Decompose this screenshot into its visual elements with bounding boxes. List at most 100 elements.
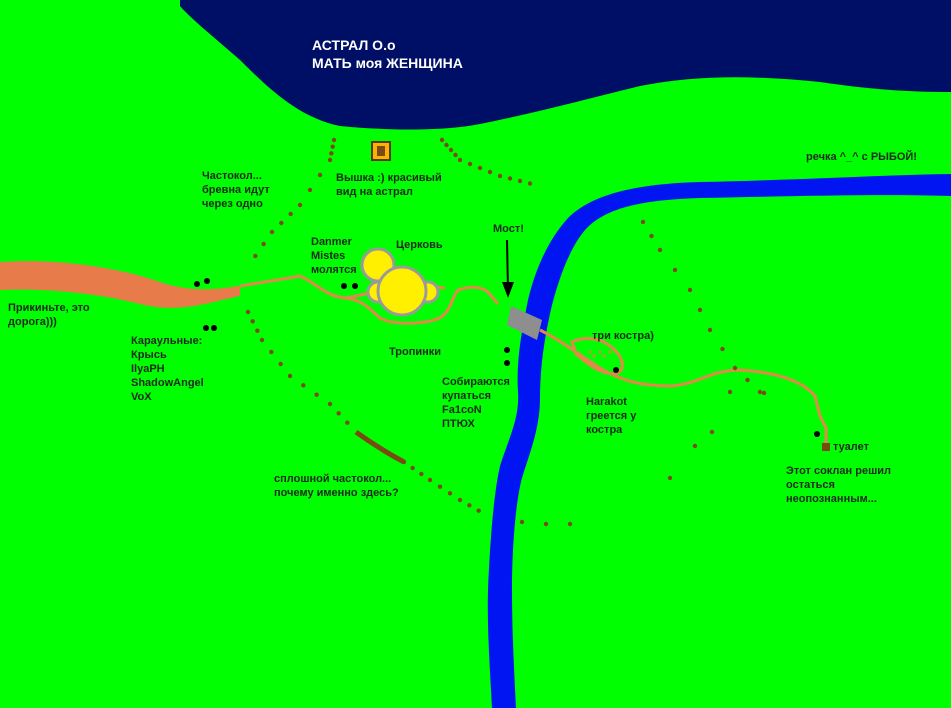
fence-dot [278,361,283,367]
fence-dot [327,157,333,163]
church-path-loop [344,285,500,325]
fence-dot [667,475,673,481]
label-bridge: Мост! [493,223,524,235]
fence-dot [476,508,481,513]
fence-dot [331,137,337,143]
fence-dot [467,503,472,508]
fence-dot [444,142,449,148]
fence-dot [687,287,693,293]
label-paths: Тропинки [389,346,442,358]
fence-dot [439,137,445,143]
fence-dot [517,178,523,184]
label-swimmers: Собираются купаться Fa1coN ПТЮХ [442,376,510,430]
fence-dot [301,383,306,388]
fence-dot [250,319,255,324]
title-line-1: АСТРАЛ О.о [312,37,396,53]
fence-dot [253,253,258,259]
person-dot-icon [211,325,217,331]
fence-dot [519,519,525,525]
fence-dot [692,443,698,449]
fence-dot [745,377,750,383]
fence-dot [427,477,433,483]
church-icon [360,247,440,317]
person-dot-icon [504,347,510,353]
label-fires: три костра) [592,330,654,342]
fence-dot [649,233,654,239]
fence-dot [314,392,319,397]
label-tower: Вышка :) красивый вид на астрал [336,172,442,198]
tower-icon [371,141,391,161]
bridge-arrow-icon [502,239,514,298]
fence-dot [437,484,443,489]
fence-dot [288,211,293,217]
label-road: Прикиньте, это дорога))) [8,302,90,328]
fence-dot [567,521,573,527]
person-dot-icon [341,283,347,289]
label-solid-fence: сплошной частокол... почему именно здесь… [274,473,399,499]
fence-dot [457,157,463,163]
person-dot-icon [204,278,210,284]
person-dot-icon [194,281,200,287]
fence-dot [640,219,646,225]
fence-dot [453,152,458,158]
title-line-2: МАТЬ моя ЖЕНЩИНА [312,55,463,71]
fence-dot [269,349,274,355]
fence-dot [327,401,333,407]
fence-dot [527,181,533,186]
fence-dot [345,420,350,425]
toilet-icon [822,443,830,451]
label-fence: Частокол... бревна идут через одно [202,170,270,210]
person-dot-icon [504,360,510,366]
fence-dot [245,309,251,315]
fence-dot [447,491,453,496]
label-toilet: туалет [833,441,869,453]
person-dot-icon [613,367,619,373]
fence-dot [657,247,663,253]
fence-dot [761,390,767,396]
label-warming: Harakot греется у костра [586,396,637,436]
label-incognito: Этот соклан решил остаться неопознанным.… [786,465,891,505]
fence-dot [467,161,473,167]
astral-area [180,0,951,130]
fence-dot [269,229,275,235]
fence-dot [543,521,549,527]
fence-dots [245,137,767,527]
fence-dot [410,465,415,471]
fence-dot [255,328,260,333]
fence-dot [757,389,763,395]
fence-dot [697,307,703,313]
fence-dot [707,327,713,333]
fence-dot [329,151,334,156]
fence-dot [507,176,513,181]
fence-dot [297,202,303,208]
fence-dot [672,267,678,273]
fence-dot [259,337,265,343]
fence-dot [279,220,284,226]
person-dot-icon [203,325,209,331]
fence-dot [727,389,733,395]
fire-icon [588,350,612,358]
fence-dot [419,471,424,477]
fence-dot [477,165,483,171]
label-river: речка ^_^ с РЫБОЙ! [806,151,917,163]
fence-dot [448,147,454,153]
fence-dot [709,429,715,435]
fire-path-loop [570,337,624,376]
fence-dot [336,411,341,416]
person-dot-icon [352,283,358,289]
fence-dot [457,497,463,503]
label-worshippers: Danmer Mistes молятся [311,236,357,276]
map-title: АСТРАЛ О.о МАТЬ моя ЖЕНЩИНА [312,36,463,72]
fence-dot [487,169,493,175]
fence-dot [307,187,313,193]
fence-dot [287,373,293,379]
path-east [539,328,828,444]
fence-dot [330,144,335,149]
road [0,261,240,308]
solid-fence [354,429,406,465]
fence-dot [720,346,725,352]
fence-dot [261,241,266,247]
fence-dot [732,365,738,371]
person-dot-icon [814,431,820,437]
